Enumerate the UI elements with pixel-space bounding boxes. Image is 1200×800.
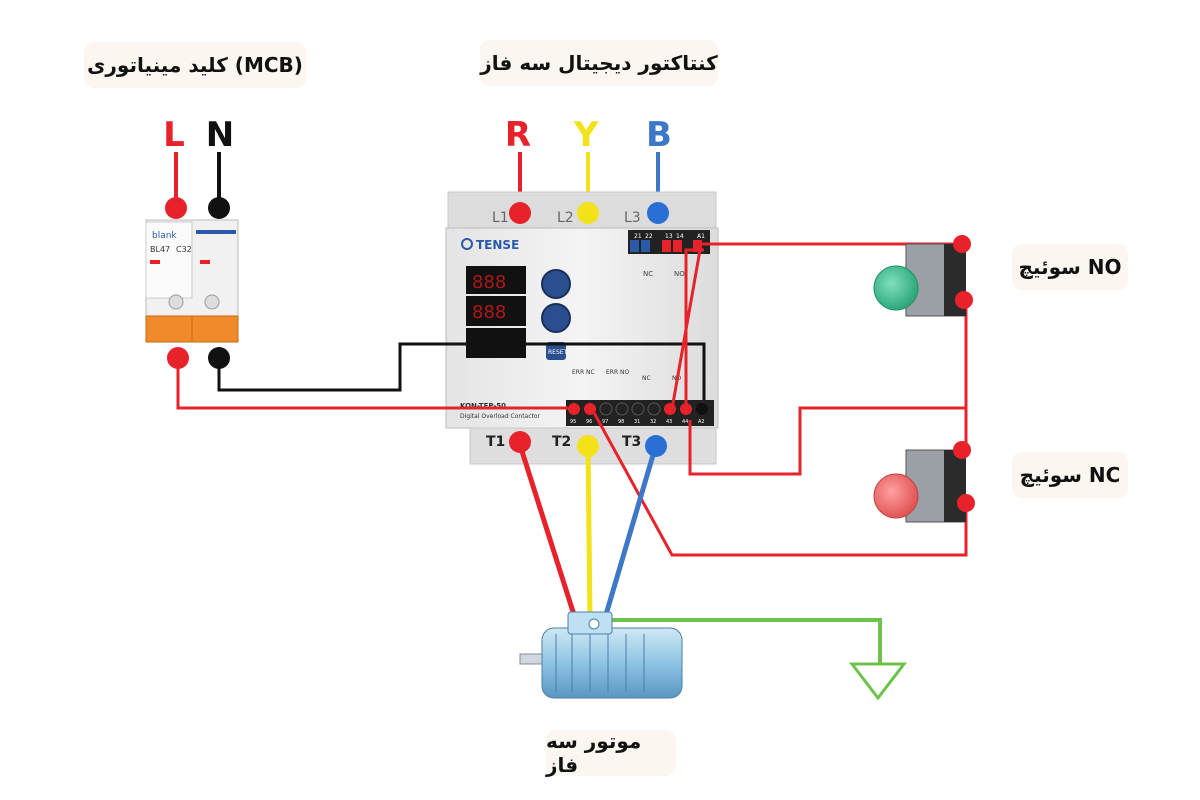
nc-switch-top-terminal xyxy=(953,441,971,459)
terminal-L2 xyxy=(577,202,599,224)
contactor-phase-Y: Y xyxy=(573,115,599,155)
mcb-breaker: blank BL47 C32 xyxy=(145,219,239,343)
terminal-label-T2: T2 xyxy=(552,434,571,450)
pin-32: 32 xyxy=(650,419,656,425)
svg-text:888: 888 xyxy=(472,302,506,323)
top-pin-21: 21 xyxy=(634,233,642,240)
nc-switch[interactable] xyxy=(873,449,966,523)
switch-nc-label: سوئیچ NC xyxy=(1012,452,1128,498)
mcb-output-N-terminal xyxy=(208,347,230,369)
digital-contactor: 21 22 13 14 A1 NC NO TENSE 888 888 RESET… xyxy=(445,191,719,465)
pin-44: 44 xyxy=(682,419,688,425)
bottom-group-err-nc: ERR NC xyxy=(572,369,595,376)
terminal-label-L1: L1 xyxy=(492,210,509,226)
no-switch-bottom-terminal xyxy=(955,291,973,309)
pin-A2: A2 xyxy=(698,419,705,425)
mcb-phase-L: L xyxy=(163,115,185,155)
nc-switch-bottom-terminal xyxy=(957,494,975,512)
mcb-model: BL47 xyxy=(150,245,170,254)
top-group-no: NO xyxy=(674,270,685,278)
mcb-phase-N: N xyxy=(206,115,234,155)
mcb-output-L-terminal xyxy=(167,347,189,369)
pin-96: 96 xyxy=(586,419,592,425)
contactor-phase-R: R xyxy=(505,115,531,155)
terminal-T2 xyxy=(577,435,599,457)
terminal-T1 xyxy=(509,431,531,453)
contactor-subtitle: Digital Overload Contactor xyxy=(460,413,541,420)
terminal-L1 xyxy=(509,202,531,224)
mcb-brand: blank xyxy=(152,231,177,241)
svg-text:888: 888 xyxy=(472,272,506,293)
no-switch[interactable] xyxy=(873,243,966,317)
contactor-brand: TENSE xyxy=(476,238,519,252)
ground-icon xyxy=(848,662,908,701)
switch-no-label: سوئیچ NO xyxy=(1012,244,1128,290)
mcb-title: کلید مینیاتوری (MCB) xyxy=(84,42,306,88)
mcb-input-L-terminal xyxy=(165,197,187,219)
no-switch-top-terminal xyxy=(953,235,971,253)
contactor-model: KON-TEP-50 xyxy=(460,402,506,410)
upper-adjust-knob[interactable] xyxy=(541,269,571,299)
bottom-group-nc: NC xyxy=(642,375,651,382)
terminal-T3 xyxy=(645,435,667,457)
top-pin-22: 22 xyxy=(645,233,653,240)
bottom-group-err-no: ERR NO xyxy=(606,369,630,376)
pin-98: 98 xyxy=(618,419,624,425)
lower-adjust-knob[interactable] xyxy=(541,303,571,333)
contactor-phase-B: B xyxy=(646,115,672,155)
mcb-input-N-terminal xyxy=(208,197,230,219)
mcb-rating: C32 xyxy=(176,245,192,254)
terminal-label-T1: T1 xyxy=(486,434,505,450)
pin-43: 43 xyxy=(666,419,672,425)
terminal-label-T3: T3 xyxy=(622,434,641,450)
top-group-nc: NC xyxy=(643,270,653,278)
reset-button[interactable] xyxy=(546,342,566,360)
top-pin-A1: A1 xyxy=(697,233,705,240)
three-phase-motor xyxy=(519,611,683,699)
top-pin-13: 13 xyxy=(665,233,673,240)
reset-label: RESET xyxy=(548,349,568,356)
top-pin-14: 14 xyxy=(676,233,684,240)
nc-button-cap[interactable] xyxy=(873,473,919,519)
pin-97: 97 xyxy=(602,419,608,425)
terminal-label-L2: L2 xyxy=(557,210,574,226)
motor-label: موتور سه فاز xyxy=(546,729,676,777)
contactor-title: کنتاکتور دیجیتال سه فاز xyxy=(480,40,718,86)
pin-95: 95 xyxy=(570,419,576,425)
no-button-cap[interactable] xyxy=(873,265,919,311)
terminal-label-L3: L3 xyxy=(624,210,641,226)
terminal-L3 xyxy=(647,202,669,224)
pin-31: 31 xyxy=(634,419,640,425)
